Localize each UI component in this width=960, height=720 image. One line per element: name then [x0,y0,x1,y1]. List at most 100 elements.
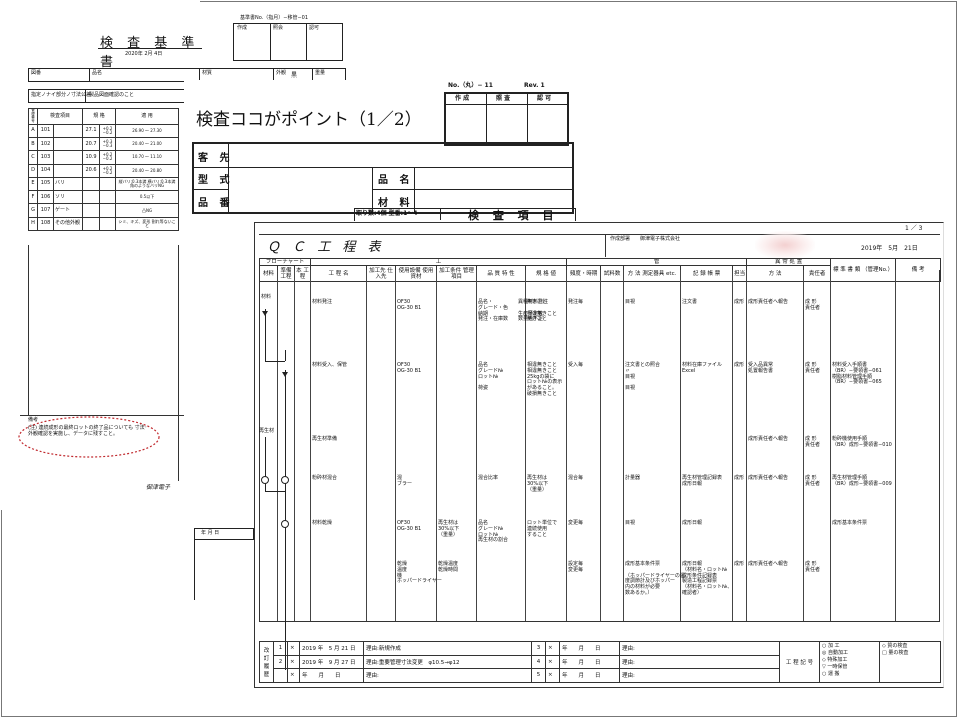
info-label-material: 材質 [202,70,213,76]
column-divider [395,270,396,622]
process-frequency: 受入毎 [568,362,584,368]
item-tol-cell: +0.2 −0.2 [99,123,117,138]
process-spec: 再生材は 30%以下 （重量） [527,475,549,493]
item-label-cell [52,150,84,165]
revision-date: 年 月 日 [299,668,364,683]
revision-x: × [287,668,300,683]
process-abnormal: 受入品異常 処置報告書 [748,362,774,374]
column-divider [366,270,367,622]
item-no-cell: 108 [37,216,54,232]
page-number: 1 ／ 3 [905,225,923,232]
legend-item: ◇ 特殊加工 [822,657,848,663]
item-mark-cell: C [28,150,38,165]
header-method: 方 法 測定器具 etc. [623,265,682,283]
approval-cell-create-2: 作 成 [455,95,470,102]
points-title: 検査ココがポイント（1／2） [196,110,422,130]
item-tol-cell [99,190,117,205]
process-circle-icon-3 [281,520,289,528]
revision-reason-right: 理由: [619,641,780,656]
item-label-cell: ソリ [52,190,84,205]
process-method: 成形基本条件票 （ホッパードライヤーの温 度調節計及びホッパー 内の材料が必要 … [625,561,685,596]
revision-date-right: 年 月 日 [559,668,620,683]
approval-header: 基準書No.（指月）−移管−01 [240,15,309,21]
revision-x-right: × [545,654,560,669]
revision-reason: 理由:重要管理寸法変更 φ10.5→φ12 [363,654,532,669]
item-label-cell: その他外観 [52,216,84,232]
item-value-cell [82,190,101,205]
item-tol-cell: +0.3 −0.3 [99,136,117,152]
item-label-cell: バリ [52,176,84,192]
header-spec-value: 規 格 値 [525,265,568,283]
count-text: 取り数:4個 型番:1〜4 [356,210,418,217]
item-no-cell: 106 [37,190,54,205]
legend-item: ▽ 一時保管 [822,664,848,670]
header-inspection-item: 検査項目 [36,108,84,125]
column-divider [566,270,567,622]
reason-label: 理由: [622,659,635,666]
qc-process-chart-document: 1 ／ 3 Ｑ Ｃ 工 程 表 作成部署 御津電子株式会社 2019年 5月 2… [254,222,944,688]
item-no-cell: 105 [37,176,54,192]
process-record: 再生材管理記録表 成形日報 [682,475,723,487]
process-record: 材料在庫ファイル Excel [682,362,723,374]
remark-text: (注) 連続成形の最終ロットの終了品についても 寸法･外観確認を実施し、データに… [28,425,148,437]
legend-item: ○ 加 工 [822,643,840,649]
column-divider [277,270,278,622]
flow-label-recycled: 再生材 [259,428,275,434]
process-spec: 無きこと 相違無きこと 無きこと [527,299,558,323]
item-label-cell [52,136,84,152]
info-label-weight: 重量 [315,70,326,76]
header-main: 本 工程 [293,265,312,283]
process-spec: 相違無きこと 相違無きこと 25kgの袋に ロット№の表示 があること。 破損無… [527,362,563,397]
column-divider [746,270,747,622]
header-records: 記 録 帳 票 [680,265,734,283]
revision-mark: 1 [273,641,288,656]
revision-x: × [287,654,300,669]
doc-revision: Rev. 1 [524,82,545,89]
process-name: 再生材準備 [312,436,338,442]
item-value-cell: 10.9 [82,150,101,165]
company-name: 御津電子株式会社 [640,236,681,242]
label-material: 材 料 [378,198,414,209]
item-label-cell [52,123,84,138]
process-conditions: 乾燥温度 乾燥時間 [438,561,459,573]
reason-label: 理由: [366,659,379,666]
process-responsible: 成形 [734,362,745,368]
process-equipment: OF30 OG-30 B1 [397,362,422,374]
header-spec: 規 格 [82,108,117,125]
approval-cell-create: 作成 [237,25,248,31]
process-quality: 品名 グレード№ ロット№ 再生材の割合 [478,520,509,544]
process-frequency: 変更毎 [568,520,584,526]
item-no-cell: 104 [37,163,54,178]
item-no-cell: 101 [37,123,54,138]
process-standard: 粉砕機使用手順 （BR）成形−要領書−010 [832,436,892,448]
process-owner: 成 形 責任者 [805,475,821,487]
process-equipment: OF30 OG-30 B1 [397,299,422,311]
process-quality: 混合比率 [478,475,499,481]
process-standard: 材料受入手順書 （BR）−要領書−061 樹脂材料管理手順 （BR）−要領書−0… [832,362,882,386]
item-mark-cell: D [28,163,38,178]
chart-date: 2019年 5月 21日 [861,245,918,252]
item-tol-cell: +0.2 −0.2 [99,150,117,165]
process-owner: 成 形 責任者 [805,362,821,374]
reason-text: 新規作成 [378,646,401,653]
process-name: 粉砕材混合 [312,475,338,481]
legend-item: □ 量の検査 [882,650,909,656]
doc-number: No.（丸）− 11 [448,82,493,89]
item-tol-cell [99,216,117,232]
process-responsible: 成形 [734,299,745,305]
header-process: 工 [310,257,568,267]
revision-date: 2019 年 9 月 27 日 [299,654,364,669]
item-no-cell: 103 [37,150,54,165]
revision-label: 改 訂 履 歴 [259,641,274,683]
process-owner: 成 形 責任者 [805,561,821,573]
process-abnormal: 成形責任者へ報告 [748,436,789,442]
process-abnormal: 成形責任者へ報告 [748,475,789,481]
document-date: 2020年 2月 4日 [125,51,163,57]
legend-label: 工 程 記 号 [779,641,820,683]
